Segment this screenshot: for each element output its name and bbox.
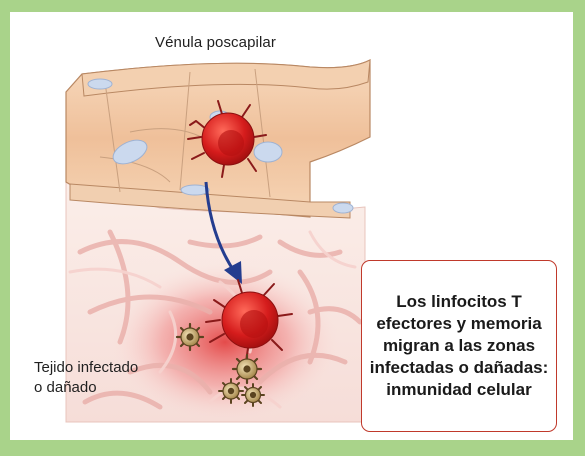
callout-line: Los linfocitos T: [396, 291, 522, 313]
diagram-panel: Vénula poscapilar Tejido infectado o dañ…: [10, 12, 573, 440]
callout-line: migran a las zonas: [383, 335, 535, 357]
tissue-label: Tejido infectado o dañado: [34, 358, 138, 398]
callout-box: Los linfocitos T efectores y memoria mig…: [361, 260, 557, 432]
callout-line: efectores y memoria: [376, 313, 541, 335]
tissue-label-line: o dañado: [34, 378, 138, 398]
venule-label: Vénula poscapilar: [155, 34, 276, 51]
callout-line: infectadas o dañadas:: [370, 357, 549, 379]
tissue-label-line: Tejido infectado: [34, 358, 138, 378]
callout-line: inmunidad celular: [386, 379, 531, 401]
